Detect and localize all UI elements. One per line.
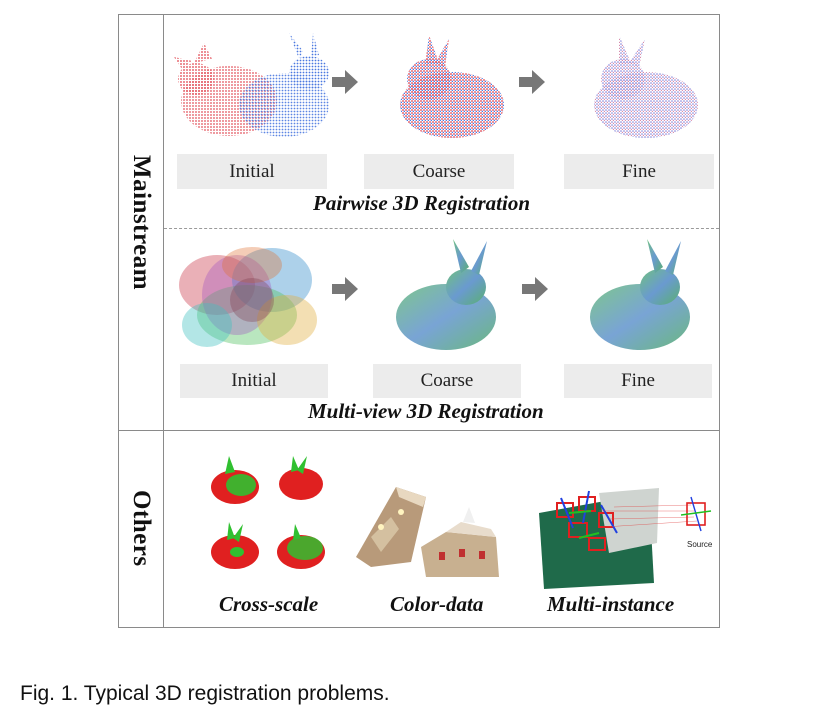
mainstream-label: Mainstream — [119, 15, 164, 430]
arrow-right-icon — [522, 277, 548, 306]
multiview-initial-image — [177, 235, 327, 355]
cross-scale-image — [205, 452, 333, 582]
multiview-stage-fine: Fine — [564, 364, 712, 398]
pairwise-initial-image — [169, 33, 331, 145]
arrow-right-icon — [332, 277, 358, 306]
dotted-divider — [164, 228, 719, 229]
section-divider — [119, 430, 719, 431]
color-data-caption: Color-data — [390, 592, 483, 617]
figure-caption: Fig. 1. Typical 3D registration problems… — [20, 682, 390, 706]
pairwise-stage-fine: Fine — [564, 154, 714, 189]
multiview-caption: Multi-view 3D Registration — [308, 399, 544, 424]
others-label: Others — [119, 430, 164, 627]
figure-panel: Mainstream Others — [118, 14, 720, 628]
multiview-stage-initial: Initial — [180, 364, 328, 398]
arrow-right-icon — [332, 70, 358, 99]
pairwise-stage-coarse: Coarse — [364, 154, 514, 189]
pairwise-caption: Pairwise 3D Registration — [313, 191, 530, 216]
pairwise-coarse-image — [387, 37, 509, 145]
source-label: Source — [687, 540, 713, 549]
others-label-text: Others — [127, 490, 155, 567]
cross-scale-caption: Cross-scale — [219, 592, 318, 617]
multiview-coarse-image — [391, 237, 501, 355]
color-data-image — [351, 467, 503, 579]
multi-instance-image: Source — [539, 483, 714, 591]
multiview-fine-image — [585, 237, 695, 355]
pairwise-fine-image — [581, 37, 701, 145]
arrow-right-icon — [519, 70, 545, 99]
mainstream-label-text: Mainstream — [127, 155, 155, 290]
pairwise-stage-initial: Initial — [177, 154, 327, 189]
multi-instance-caption: Multi-instance — [547, 592, 674, 617]
multiview-stage-coarse: Coarse — [373, 364, 521, 398]
